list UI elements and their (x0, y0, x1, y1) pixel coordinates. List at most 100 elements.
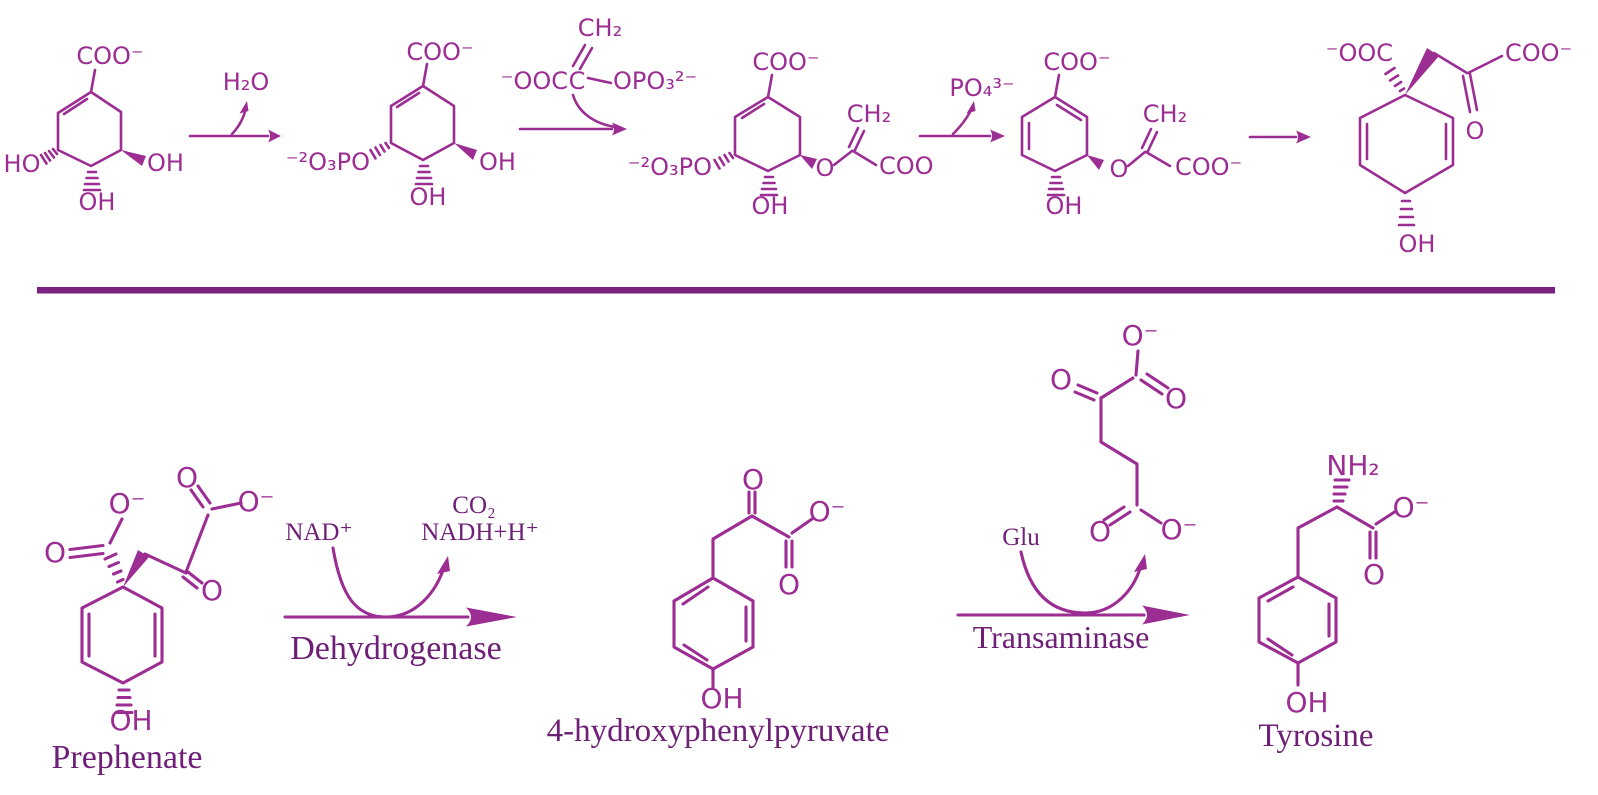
arrowhead (1142, 605, 1190, 625)
ring-carbonyl-oxygen-label: O (44, 536, 66, 569)
wedge-bond (800, 155, 817, 169)
bond (143, 552, 188, 575)
hydroxyl-bottom-label: OH (1399, 230, 1436, 258)
hydroxyl-right-label: OH (479, 148, 516, 176)
hydroxyl-label: OH (109, 704, 152, 737)
bond (1139, 508, 1163, 525)
enzyme-label: Dehydrogenase (290, 630, 501, 667)
top-carbonyl-oxygen-label: O (1165, 382, 1187, 415)
carboxylate-label: COO⁻ (1043, 48, 1110, 76)
enol-carboxylate-label: COO (879, 152, 934, 180)
carboxylate-oxygen-label: O⁻ (1393, 491, 1430, 524)
enzyme-label: Transaminase (973, 619, 1150, 655)
double-bond (1139, 372, 1170, 396)
bond (1335, 505, 1375, 530)
hash-bond (103, 552, 125, 584)
ring-double-bond (1266, 585, 1331, 657)
double-bond (1368, 530, 1378, 560)
wedge-bond (1405, 48, 1439, 95)
methylene-label: CH₂ (578, 14, 622, 42)
arrowhead (466, 607, 517, 627)
cofactor-curve (331, 546, 447, 619)
phosphate-label: ⁻²O₃PO (286, 148, 370, 176)
bond (766, 73, 774, 99)
carboxylate-oxygen-label: O⁻ (809, 495, 846, 528)
bond (832, 149, 854, 167)
reaction-step3: PO₄³⁻ (918, 74, 1015, 143)
arrowhead (1296, 130, 1311, 144)
hydroxyl-bottom-label: OH (752, 192, 789, 220)
molecule-shikimate: COO⁻ HO OH OH (4, 42, 184, 216)
product-nadh-label: NADH+H⁺ (421, 519, 539, 546)
bond (184, 513, 210, 574)
keto-oxygen-label: O (1466, 117, 1485, 145)
hydroxyl-label: OH (700, 682, 743, 715)
bond (790, 517, 814, 535)
reaction-dehydrogenase: NAD⁺ CO₂ NADH+H⁺ Dehydrogenase (283, 492, 539, 667)
reaction-step4 (1248, 130, 1311, 144)
carbonyl-oxygen-label: O (1363, 558, 1385, 591)
double-bond (847, 126, 866, 152)
double-bond (181, 570, 204, 590)
ring-bonds (1257, 575, 1338, 665)
amine-label: NH₂ (1326, 449, 1379, 482)
ring-carboxylate-oxygen-label: O⁻ (109, 487, 146, 520)
released-water-label: H₂O (223, 68, 270, 96)
bond (1099, 376, 1135, 400)
hash-bond (369, 141, 391, 160)
double-bond (68, 543, 105, 560)
keto-oxygen-label: O (1050, 363, 1072, 396)
molecule-prephenate: O O⁻ O O O⁻ OH Prephenate (44, 461, 274, 776)
wedge-bond (454, 143, 477, 160)
ring-double-bond (87, 612, 157, 658)
bond (421, 62, 429, 88)
hash-bond (114, 688, 134, 715)
curve-arrowhead (1134, 554, 1147, 572)
ring-double-bond (1365, 122, 1448, 161)
hash-bond (39, 147, 59, 165)
reaction-transaminase: Glu Transaminase (956, 524, 1190, 655)
chain-carboxylate-oxygen-label: O⁻ (238, 485, 275, 518)
hash-bond (82, 170, 102, 192)
bond (1466, 54, 1504, 75)
wedge-bond (121, 150, 146, 166)
methylene-label: CH₂ (847, 100, 891, 128)
phosphate-label: OPO₃²⁻ (613, 67, 697, 95)
ring-bonds (1020, 95, 1089, 173)
molecule-shikimate-3-phosphate: COO⁻ ⁻²O₃PO OH OH (286, 38, 516, 211)
keto-oxygen-label: O (201, 574, 223, 607)
wedge-bond (123, 550, 149, 587)
ring-bonds (672, 576, 755, 671)
bond (1374, 509, 1398, 526)
double-bond (1461, 72, 1479, 114)
molecule-chorismate: COO⁻ OH O CH₂ COO⁻ (1020, 48, 1242, 220)
molecule-epsp: COO⁻ ⁻²O₃PO OH O CH₂ COO (628, 48, 934, 220)
hydroxyl-bottom-label: OH (1046, 192, 1083, 220)
double-bond (189, 484, 212, 509)
arrowhead (268, 129, 281, 143)
bond (1126, 150, 1147, 168)
double-bond (784, 539, 794, 569)
double-bond (1073, 383, 1099, 402)
bottom-carboxylate-oxygen-label: O⁻ (1161, 513, 1198, 546)
phosphate-label: ⁻²O₃PO (628, 153, 712, 181)
curve-arrowhead (239, 101, 249, 114)
curve-arrowhead (437, 556, 450, 574)
ether-oxygen-label: O (816, 154, 835, 182)
methylene-label: CH₂ (1143, 100, 1187, 128)
bond (89, 68, 97, 94)
bond (1144, 150, 1172, 168)
ether-oxygen-label: O (1110, 155, 1129, 183)
released-phosphate-label: PO₄³⁻ (949, 74, 1014, 102)
bond (108, 517, 124, 545)
bottom-carbonyl-oxygen-label: O (1089, 515, 1111, 548)
product-co2-label: CO₂ (452, 492, 495, 519)
top-carboxylate-oxygen-label: O⁻ (1122, 319, 1159, 352)
molecule-pep: CH₂ ⁻OOC C OPO₃²⁻ (501, 14, 697, 129)
ring-double-bond (62, 97, 89, 116)
hash-bond (1046, 175, 1066, 197)
bond (1432, 51, 1469, 75)
chain-carbonyl-oxygen-label: O (176, 461, 198, 494)
ring-double-bond (1027, 103, 1083, 151)
